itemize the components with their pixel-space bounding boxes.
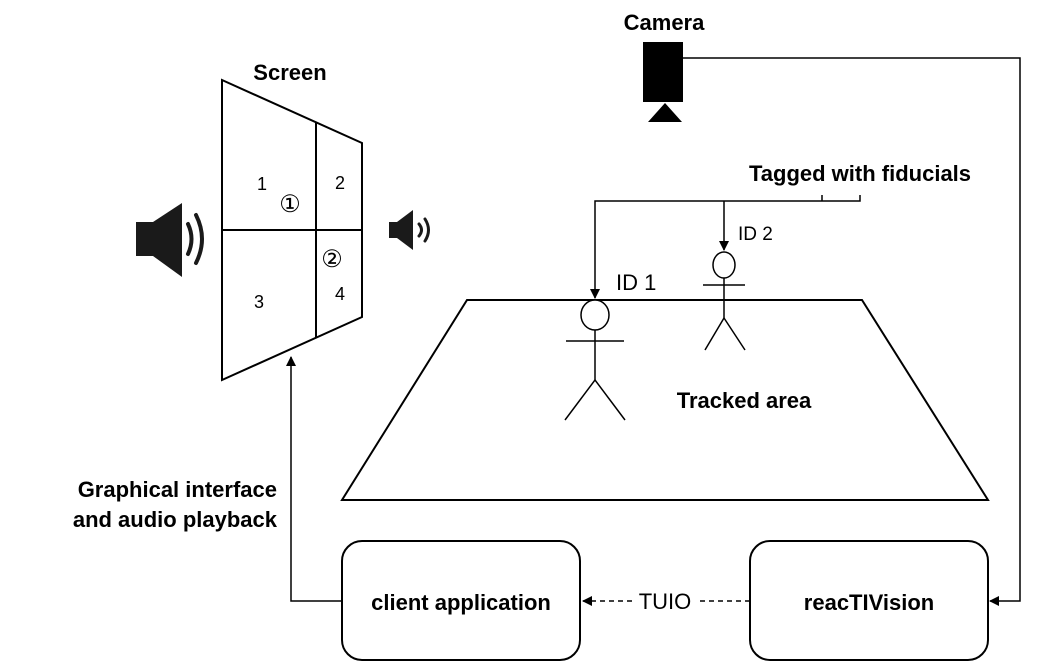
person-icon xyxy=(564,299,626,421)
camera-to-reactivision-connector xyxy=(683,57,1021,606)
client-application-label: client application xyxy=(371,590,551,615)
screen-marker-2: ② xyxy=(321,246,343,273)
tuio-label: TUIO xyxy=(639,589,692,614)
tracked-area-label: Tracked area xyxy=(677,388,812,413)
id2-label: ID 2 xyxy=(738,224,773,245)
camera-label: Camera xyxy=(624,10,705,35)
client-to-screen-connector xyxy=(286,356,342,602)
screen xyxy=(221,78,363,382)
tagged-with-fiducials-label: Tagged with fiducials xyxy=(749,161,971,186)
id1-label: ID 1 xyxy=(616,270,656,295)
interface-label-line2: and audio playback xyxy=(73,507,278,532)
fiducial-bracket xyxy=(590,195,861,299)
speaker-large-icon xyxy=(136,203,204,277)
interface-label-line1: Graphical interface xyxy=(78,477,277,502)
client-application-box: client application xyxy=(341,540,581,661)
reactivision-label: reacTIVision xyxy=(804,590,934,615)
screen-region-3: 3 xyxy=(254,292,264,312)
screen-region-1: 1 xyxy=(257,174,267,194)
tracked-area xyxy=(340,299,990,501)
person-icon xyxy=(703,251,746,351)
reactivision-box: reacTIVision xyxy=(749,540,989,661)
screen-region-4: 4 xyxy=(335,284,345,304)
screen-region-2: 2 xyxy=(335,173,345,193)
screen-label: Screen xyxy=(253,60,326,85)
screen-marker-1: ① xyxy=(279,191,301,218)
speaker-small-icon xyxy=(389,210,430,250)
camera-icon xyxy=(643,42,683,122)
